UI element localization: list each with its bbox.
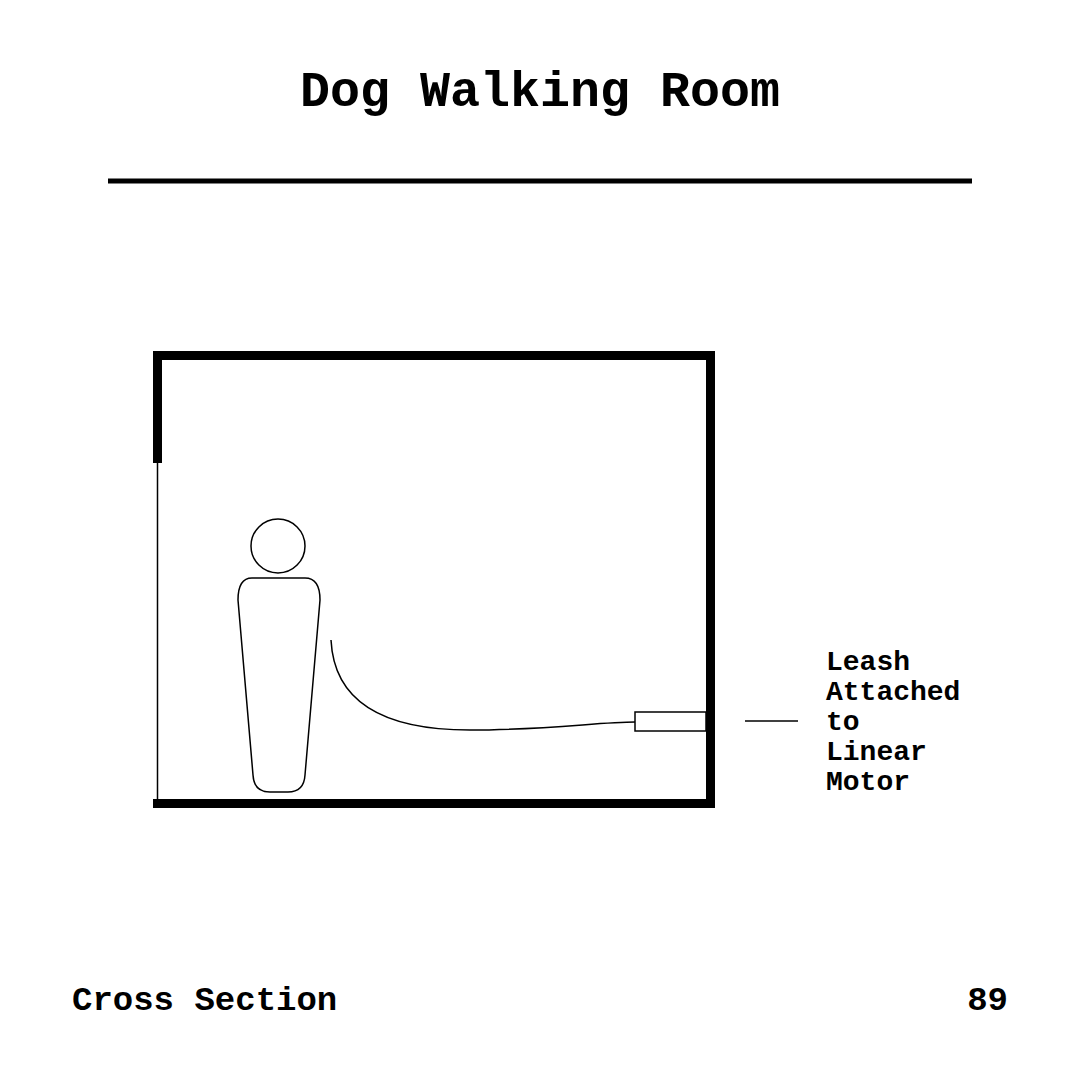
leader-line [745, 720, 798, 722]
linear-motor [635, 712, 706, 731]
door-opening [157, 463, 159, 800]
person-figure [238, 519, 320, 792]
title: Dog Walking Room [300, 68, 780, 118]
leash [331, 640, 635, 730]
page-number: 89 [967, 984, 1008, 1018]
room-walls [153, 351, 715, 808]
caption: Cross Section [72, 984, 337, 1018]
callout-label: Leash Attached to Linear Motor [826, 648, 960, 798]
title-rule [108, 179, 972, 184]
